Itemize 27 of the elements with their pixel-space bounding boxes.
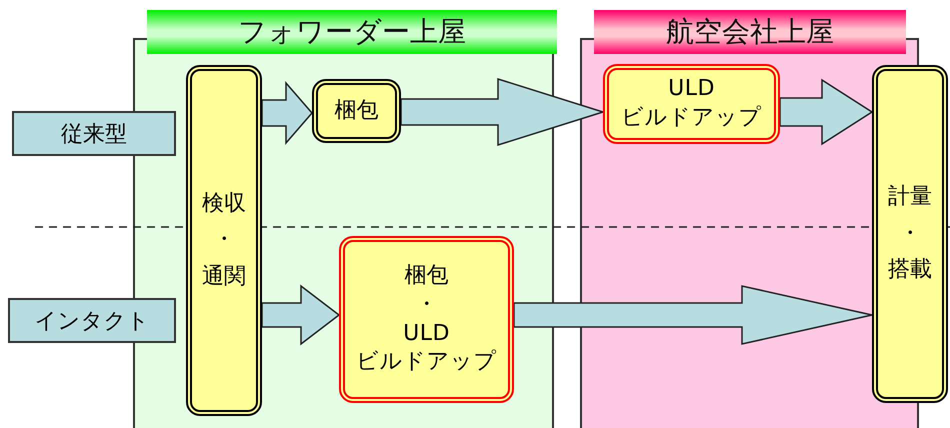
block-arrow bbox=[261, 284, 340, 346]
block-arrow bbox=[513, 285, 873, 345]
box-label: 梱包 bbox=[404, 262, 448, 290]
box-label: インタクト bbox=[34, 308, 150, 336]
process-box bbox=[339, 236, 514, 403]
section-heading: フォワーダー上屋 bbox=[147, 10, 557, 54]
section-heading: 航空会社上屋 bbox=[594, 10, 906, 54]
separator-dot: ・ bbox=[213, 226, 235, 254]
category-label-box bbox=[8, 298, 176, 343]
block-arrow bbox=[400, 78, 606, 146]
box-label: 計量 bbox=[888, 183, 932, 212]
box-label: 従来型 bbox=[61, 120, 127, 148]
separator-dot: ・ bbox=[416, 290, 438, 319]
process-box bbox=[603, 64, 780, 144]
box-label: 検収 bbox=[202, 190, 246, 218]
process-box bbox=[872, 65, 948, 403]
box-label: ULD ビルドアップ bbox=[620, 75, 763, 132]
box-label: ULD ビルドアップ bbox=[355, 320, 498, 376]
block-arrow bbox=[261, 80, 313, 146]
box-label: 搭載 bbox=[888, 256, 932, 284]
process-box bbox=[312, 79, 401, 143]
process-box bbox=[186, 65, 262, 416]
box-label: 通関 bbox=[202, 262, 246, 291]
category-label-box bbox=[12, 111, 176, 156]
box-label: 梱包 bbox=[334, 96, 378, 125]
block-arrow bbox=[779, 78, 874, 146]
separator-dot: ・ bbox=[899, 220, 921, 248]
